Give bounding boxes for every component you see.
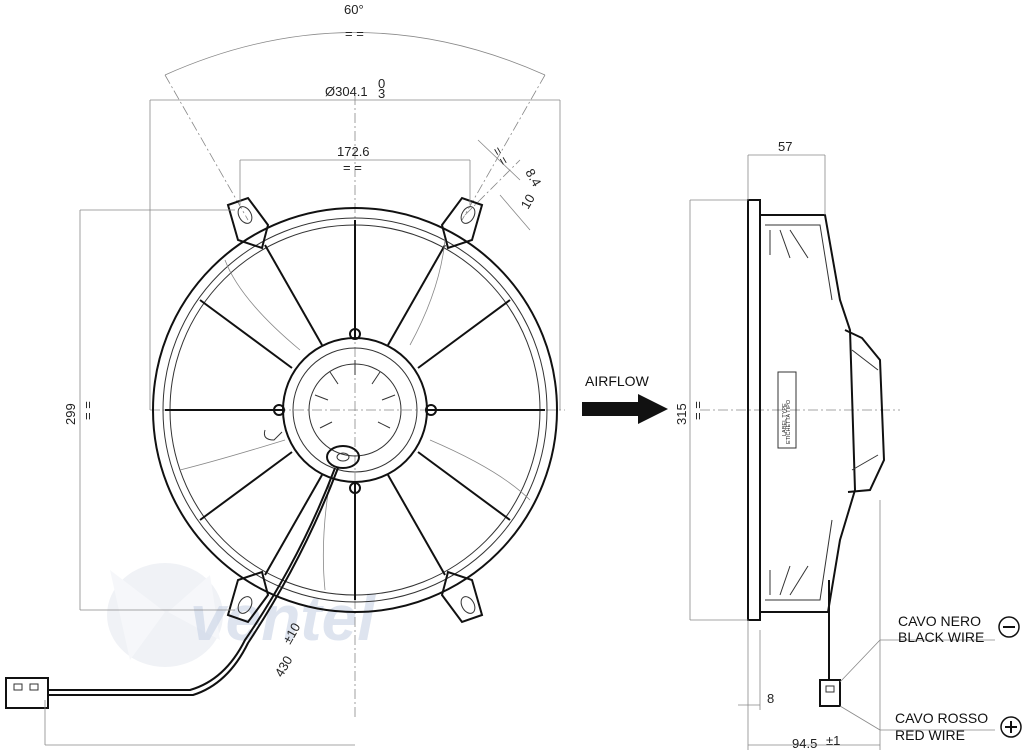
- depth-dimension: 57: [778, 139, 792, 154]
- watermark-text: ventel: [190, 582, 376, 654]
- airflow-label: AIRFLOW: [585, 373, 650, 389]
- slot-width-dimension: 8.4: [522, 166, 544, 189]
- flange-dimension: 8: [767, 691, 774, 706]
- watermark-fan-icon: [107, 563, 223, 667]
- mount-height-equal-mark: = =: [80, 401, 95, 420]
- support-spokes: [165, 220, 545, 600]
- mount-lug-bottom-left: [226, 570, 270, 624]
- side-connector: [819, 679, 841, 707]
- motor-screw-bottom: [349, 482, 361, 494]
- type-label-plate: ETICHETTA TIPO LABEL TYPE: [777, 371, 797, 449]
- mount-spacing-dimension: 172.6: [337, 144, 370, 159]
- angle-equal-mark: = =: [345, 26, 364, 41]
- motor-screw-left: [273, 404, 285, 416]
- dimension-lines-side: [689, 154, 995, 750]
- mount-lug-top-right: [440, 196, 484, 250]
- overall-depth-dimension: 94.5: [792, 736, 817, 751]
- side-motor: [844, 329, 886, 493]
- diameter-tol-lower: 3: [378, 86, 385, 101]
- side-housing: [747, 199, 857, 621]
- slot-length-dimension: 10: [518, 191, 538, 211]
- red-wire-label-it: CAVO ROSSO: [895, 710, 988, 726]
- black-wire-callout: CAVO NERO BLACK WIRE: [898, 613, 1020, 645]
- diameter-dimension: Ø304.1: [325, 84, 368, 99]
- mount-lug-top-left: [226, 196, 270, 250]
- angle-dimension: 60°: [344, 2, 364, 17]
- side-view: ETICHETTA TIPO LABEL TYPE 57: [674, 139, 1022, 751]
- motor: [263, 328, 437, 494]
- minus-circle-icon: [998, 616, 1020, 638]
- plus-circle-icon: [1000, 716, 1022, 738]
- black-wire-label-it: CAVO NERO: [898, 613, 981, 629]
- mount-height-dimension: 299: [63, 403, 78, 425]
- mount-spacing-equal-mark: = =: [343, 160, 362, 175]
- power-cable: [48, 467, 336, 691]
- type-label-en: LABEL TYPE: [782, 403, 788, 436]
- cable-length-dimension: 430: [272, 653, 296, 679]
- fan-blades: [179, 239, 531, 591]
- motor-screw-top: [349, 328, 361, 340]
- diameter-tol-upper: 0: [378, 76, 385, 91]
- overall-depth-tol: ±1: [826, 733, 840, 748]
- type-label-it: ETICHETTA TIPO: [786, 399, 792, 444]
- total-height-dimension: 315: [674, 403, 689, 425]
- red-wire-callout: CAVO ROSSO RED WIRE: [895, 710, 1022, 743]
- airflow-arrow-icon: [582, 394, 668, 424]
- motor-screw-right: [425, 404, 437, 416]
- mount-lug-bottom-right: [440, 570, 484, 624]
- fan-shroud: [152, 207, 558, 613]
- cable-connector-front: [5, 677, 49, 709]
- dimension-lines-front: [44, 32, 561, 746]
- watermark: ventel: [107, 563, 376, 667]
- front-view: 60° = = Ø304.1 0 3 172.6 = = 8.4 = = 10 …: [5, 2, 565, 746]
- red-wire-label-en: RED WIRE: [895, 727, 965, 743]
- total-height-equal-mark: = =: [690, 401, 705, 420]
- black-wire-label-en: BLACK WIRE: [898, 629, 984, 645]
- cable-grommet: [326, 445, 360, 469]
- airflow-indicator: AIRFLOW: [582, 373, 668, 424]
- slot-width-equal-mark: = =: [489, 144, 511, 168]
